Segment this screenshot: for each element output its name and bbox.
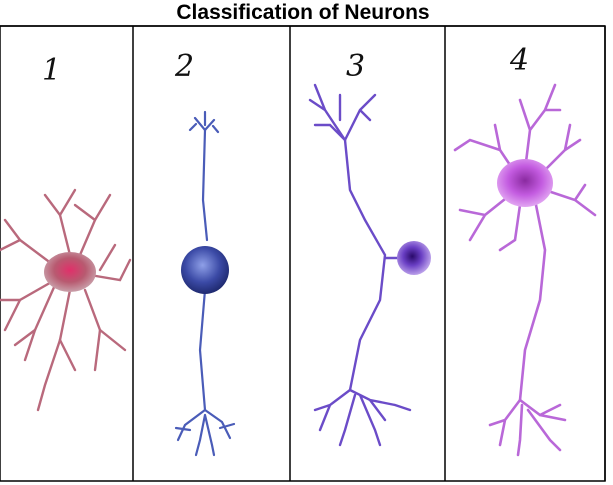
figure-title: Classification of Neurons [176, 1, 430, 24]
neuron-1-illustration [0, 188, 132, 412]
neuron-3-illustration [308, 83, 412, 447]
neuron-2-soma [181, 246, 229, 294]
neuron-2-illustration [174, 110, 236, 457]
neuron-1-soma [44, 252, 96, 292]
panel-label-2: 2 [175, 49, 195, 84]
panel-label-3: 3 [346, 49, 366, 84]
panel-label-1: 1 [42, 53, 62, 88]
neuron-4-soma [497, 159, 553, 207]
grid-border [0, 25, 606, 482]
panel-label-4: 4 [510, 43, 530, 78]
neuron-3-soma [397, 241, 431, 275]
neuron-4-illustration [453, 83, 597, 457]
